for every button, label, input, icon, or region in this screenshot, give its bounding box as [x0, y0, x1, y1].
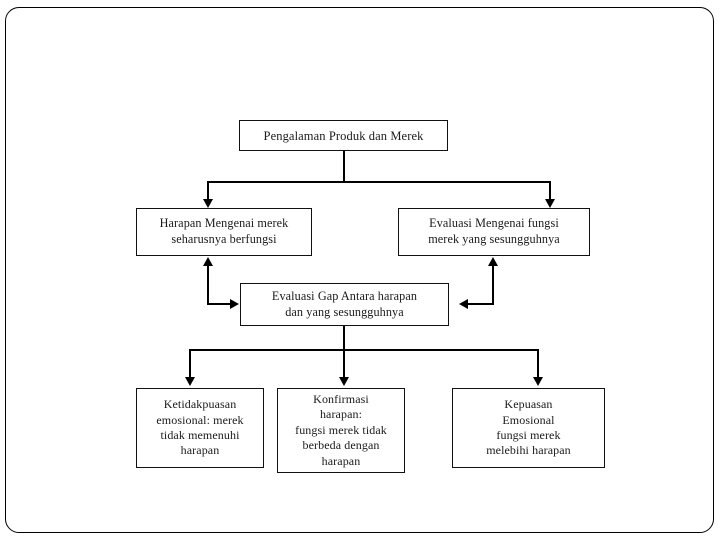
node-bottom-right-label: Kepuasan Emosional fungsi merek melebihi…: [486, 397, 571, 458]
arrowhead-center-to-left-middle: [203, 257, 213, 266]
connector-right-feedback-vertical: [492, 266, 494, 304]
connector-left-feedback-horizontal: [207, 303, 231, 305]
node-pengalaman-produk-dan-merek[interactable]: Pengalaman Produk dan Merek: [239, 120, 448, 151]
node-bottom-left-label: Ketidakpuasan emosional: merek tidak mem…: [156, 397, 244, 458]
node-center-label: Evaluasi Gap Antara harapan dan yang ses…: [271, 288, 418, 319]
connector-top-right-drop: [549, 181, 551, 201]
arrowhead-right-into-center: [459, 299, 468, 309]
arrowhead-center-to-right-middle: [488, 257, 498, 266]
node-kepuasan-emosional[interactable]: Kepuasan Emosional fungsi merek melebihi…: [452, 388, 605, 468]
slide-border-frame: [5, 7, 714, 533]
arrowhead-left-into-center: [230, 299, 239, 309]
node-top-label: Pengalaman Produk dan Merek: [263, 128, 424, 143]
arrowhead-top-to-right-middle: [545, 199, 555, 208]
connector-top-stem: [343, 151, 345, 183]
arrowhead-top-to-left-middle: [203, 199, 213, 208]
node-evaluasi-mengenai-fungsi-merek[interactable]: Evaluasi Mengenai fungsi merek yang sesu…: [398, 208, 590, 256]
node-ketidakpuasan-emosional[interactable]: Ketidakpuasan emosional: merek tidak mem…: [136, 388, 264, 468]
connector-top-left-drop: [207, 181, 209, 201]
node-evaluasi-gap-antara-harapan[interactable]: Evaluasi Gap Antara harapan dan yang ses…: [240, 283, 449, 326]
connector-left-feedback-vertical: [207, 266, 209, 304]
arrowhead-center-to-bottom-left: [185, 377, 195, 386]
arrowhead-center-to-bottom-middle: [339, 377, 349, 386]
connector-right-feedback-horizontal: [468, 303, 494, 305]
node-bottom-middle-label: Konfirmasi harapan: fungsi merek tidak b…: [295, 392, 387, 468]
node-right-middle-label: Evaluasi Mengenai fungsi merek yang sesu…: [428, 216, 560, 246]
connector-bottom-right-drop: [537, 349, 539, 379]
connector-top-bar: [208, 181, 551, 183]
connector-bottom-left-drop: [189, 349, 191, 379]
arrowhead-center-to-bottom-right: [533, 377, 543, 386]
node-left-middle-label: Harapan Mengenai merek seharusnya berfun…: [159, 216, 289, 246]
node-harapan-mengenai-merek[interactable]: Harapan Mengenai merek seharusnya berfun…: [136, 208, 312, 256]
connector-bottom-middle-drop: [343, 349, 345, 379]
connector-bottom-stem: [343, 326, 345, 351]
connector-bottom-bar: [190, 349, 539, 351]
node-konfirmasi-harapan[interactable]: Konfirmasi harapan: fungsi merek tidak b…: [277, 388, 405, 473]
